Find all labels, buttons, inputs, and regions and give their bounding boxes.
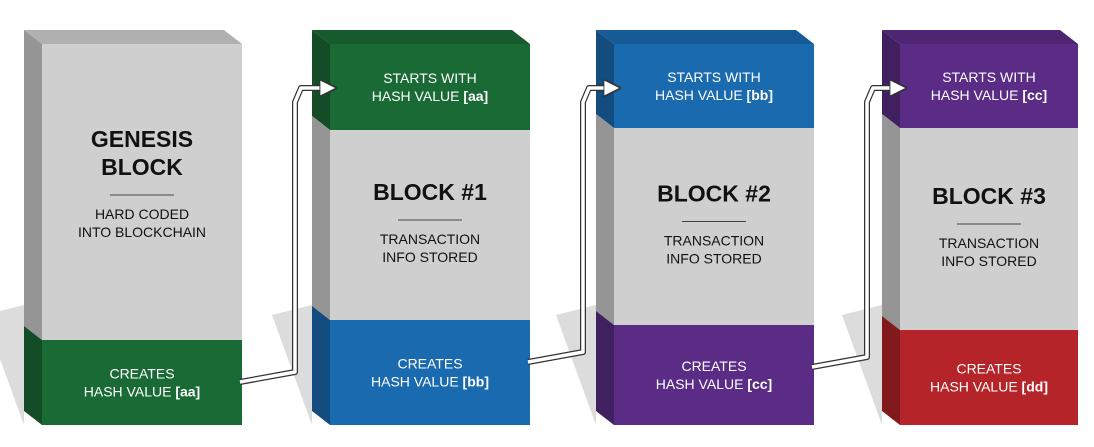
side-bottom [24, 326, 42, 425]
hash-value: [aa] [463, 88, 488, 104]
hash-link-arrow [811, 88, 900, 369]
side-middle [312, 116, 330, 320]
bottom-segment [614, 325, 814, 425]
bottom-segment [900, 330, 1078, 425]
creates-label: CREATES [956, 361, 1021, 377]
starts-with-hash: HASH VALUE [bb] [655, 87, 773, 103]
starts-with-hash: HASH VALUE [aa] [372, 88, 488, 104]
block-description: TRANSACTION [380, 231, 480, 247]
hash-link-arrow [239, 88, 330, 384]
hash-value: [bb] [463, 374, 489, 390]
side-bottom [596, 311, 614, 425]
top-face [312, 30, 530, 44]
block-title: BLOCK #1 [373, 179, 487, 205]
top-segment [900, 44, 1078, 128]
top-face [596, 30, 814, 44]
starts-with-label: STARTS WITH [942, 69, 1036, 85]
side-top [596, 30, 614, 128]
bottom-segment [42, 340, 242, 425]
hash-value: [bb] [747, 87, 773, 103]
side-top [312, 30, 330, 130]
block-3: STARTS WITH HASH VALUE [cc] BLOCK #3 TRANSA… [882, 30, 1078, 425]
floor-shadow [842, 305, 882, 425]
starts-with-hash: HASH VALUE [cc] [931, 87, 1047, 103]
block-description: INTO BLOCKCHAIN [78, 224, 206, 240]
block-title: BLOCK [101, 154, 183, 180]
middle-segment [900, 128, 1078, 330]
starts-with-label: STARTS WITH [383, 70, 477, 86]
hash-value: [cc] [1022, 87, 1047, 103]
floor-shadow [0, 305, 24, 425]
block-shadows [0, 305, 882, 425]
block-description: INFO STORED [382, 249, 477, 265]
block-description: INFO STORED [941, 253, 1036, 269]
creates-hash: HASH VALUE [cc] [656, 376, 772, 392]
block-description: TRANSACTION [939, 235, 1039, 251]
creates-label: CREATES [109, 366, 174, 382]
side-bottom [312, 306, 330, 425]
hash-value: [aa] [175, 384, 200, 400]
starts-with-label: STARTS WITH [667, 69, 761, 85]
side-top [882, 30, 900, 128]
block-description: INFO STORED [666, 251, 761, 267]
block-2: STARTS WITH HASH VALUE [bb] BLOCK #2 TRANSA… [596, 30, 814, 425]
block-description: HARD CODED [95, 206, 189, 222]
block-title: GENESIS [91, 126, 193, 152]
hash-link-arrow [527, 88, 614, 364]
arrows-group [239, 88, 900, 385]
side-bottom [882, 316, 900, 425]
block-1: STARTS WITH HASH VALUE [aa] BLOCK #1 TRANSA… [312, 30, 530, 425]
creates-hash: HASH VALUE [dd] [930, 379, 1048, 395]
block-description: TRANSACTION [664, 233, 764, 249]
side-middle [596, 114, 614, 325]
creates-hash: HASH VALUE [aa] [84, 384, 200, 400]
creates-hash: HASH VALUE [bb] [371, 374, 489, 390]
side-middle [24, 30, 42, 340]
block-title: BLOCK #3 [932, 183, 1046, 209]
top-segment [614, 44, 814, 128]
floor-shadow [556, 305, 596, 425]
middle-segment [330, 130, 530, 320]
bottom-segment [330, 320, 530, 425]
middle-segment [42, 44, 242, 340]
creates-label: CREATES [681, 358, 746, 374]
hash-value: [cc] [747, 376, 772, 392]
block-title: BLOCK #2 [657, 181, 771, 207]
creates-label: CREATES [397, 356, 462, 372]
middle-segment [614, 128, 814, 325]
top-segment [330, 44, 530, 130]
hash-value: [dd] [1022, 379, 1048, 395]
side-middle [882, 114, 900, 330]
top-face [24, 30, 242, 44]
top-face [882, 30, 1078, 44]
